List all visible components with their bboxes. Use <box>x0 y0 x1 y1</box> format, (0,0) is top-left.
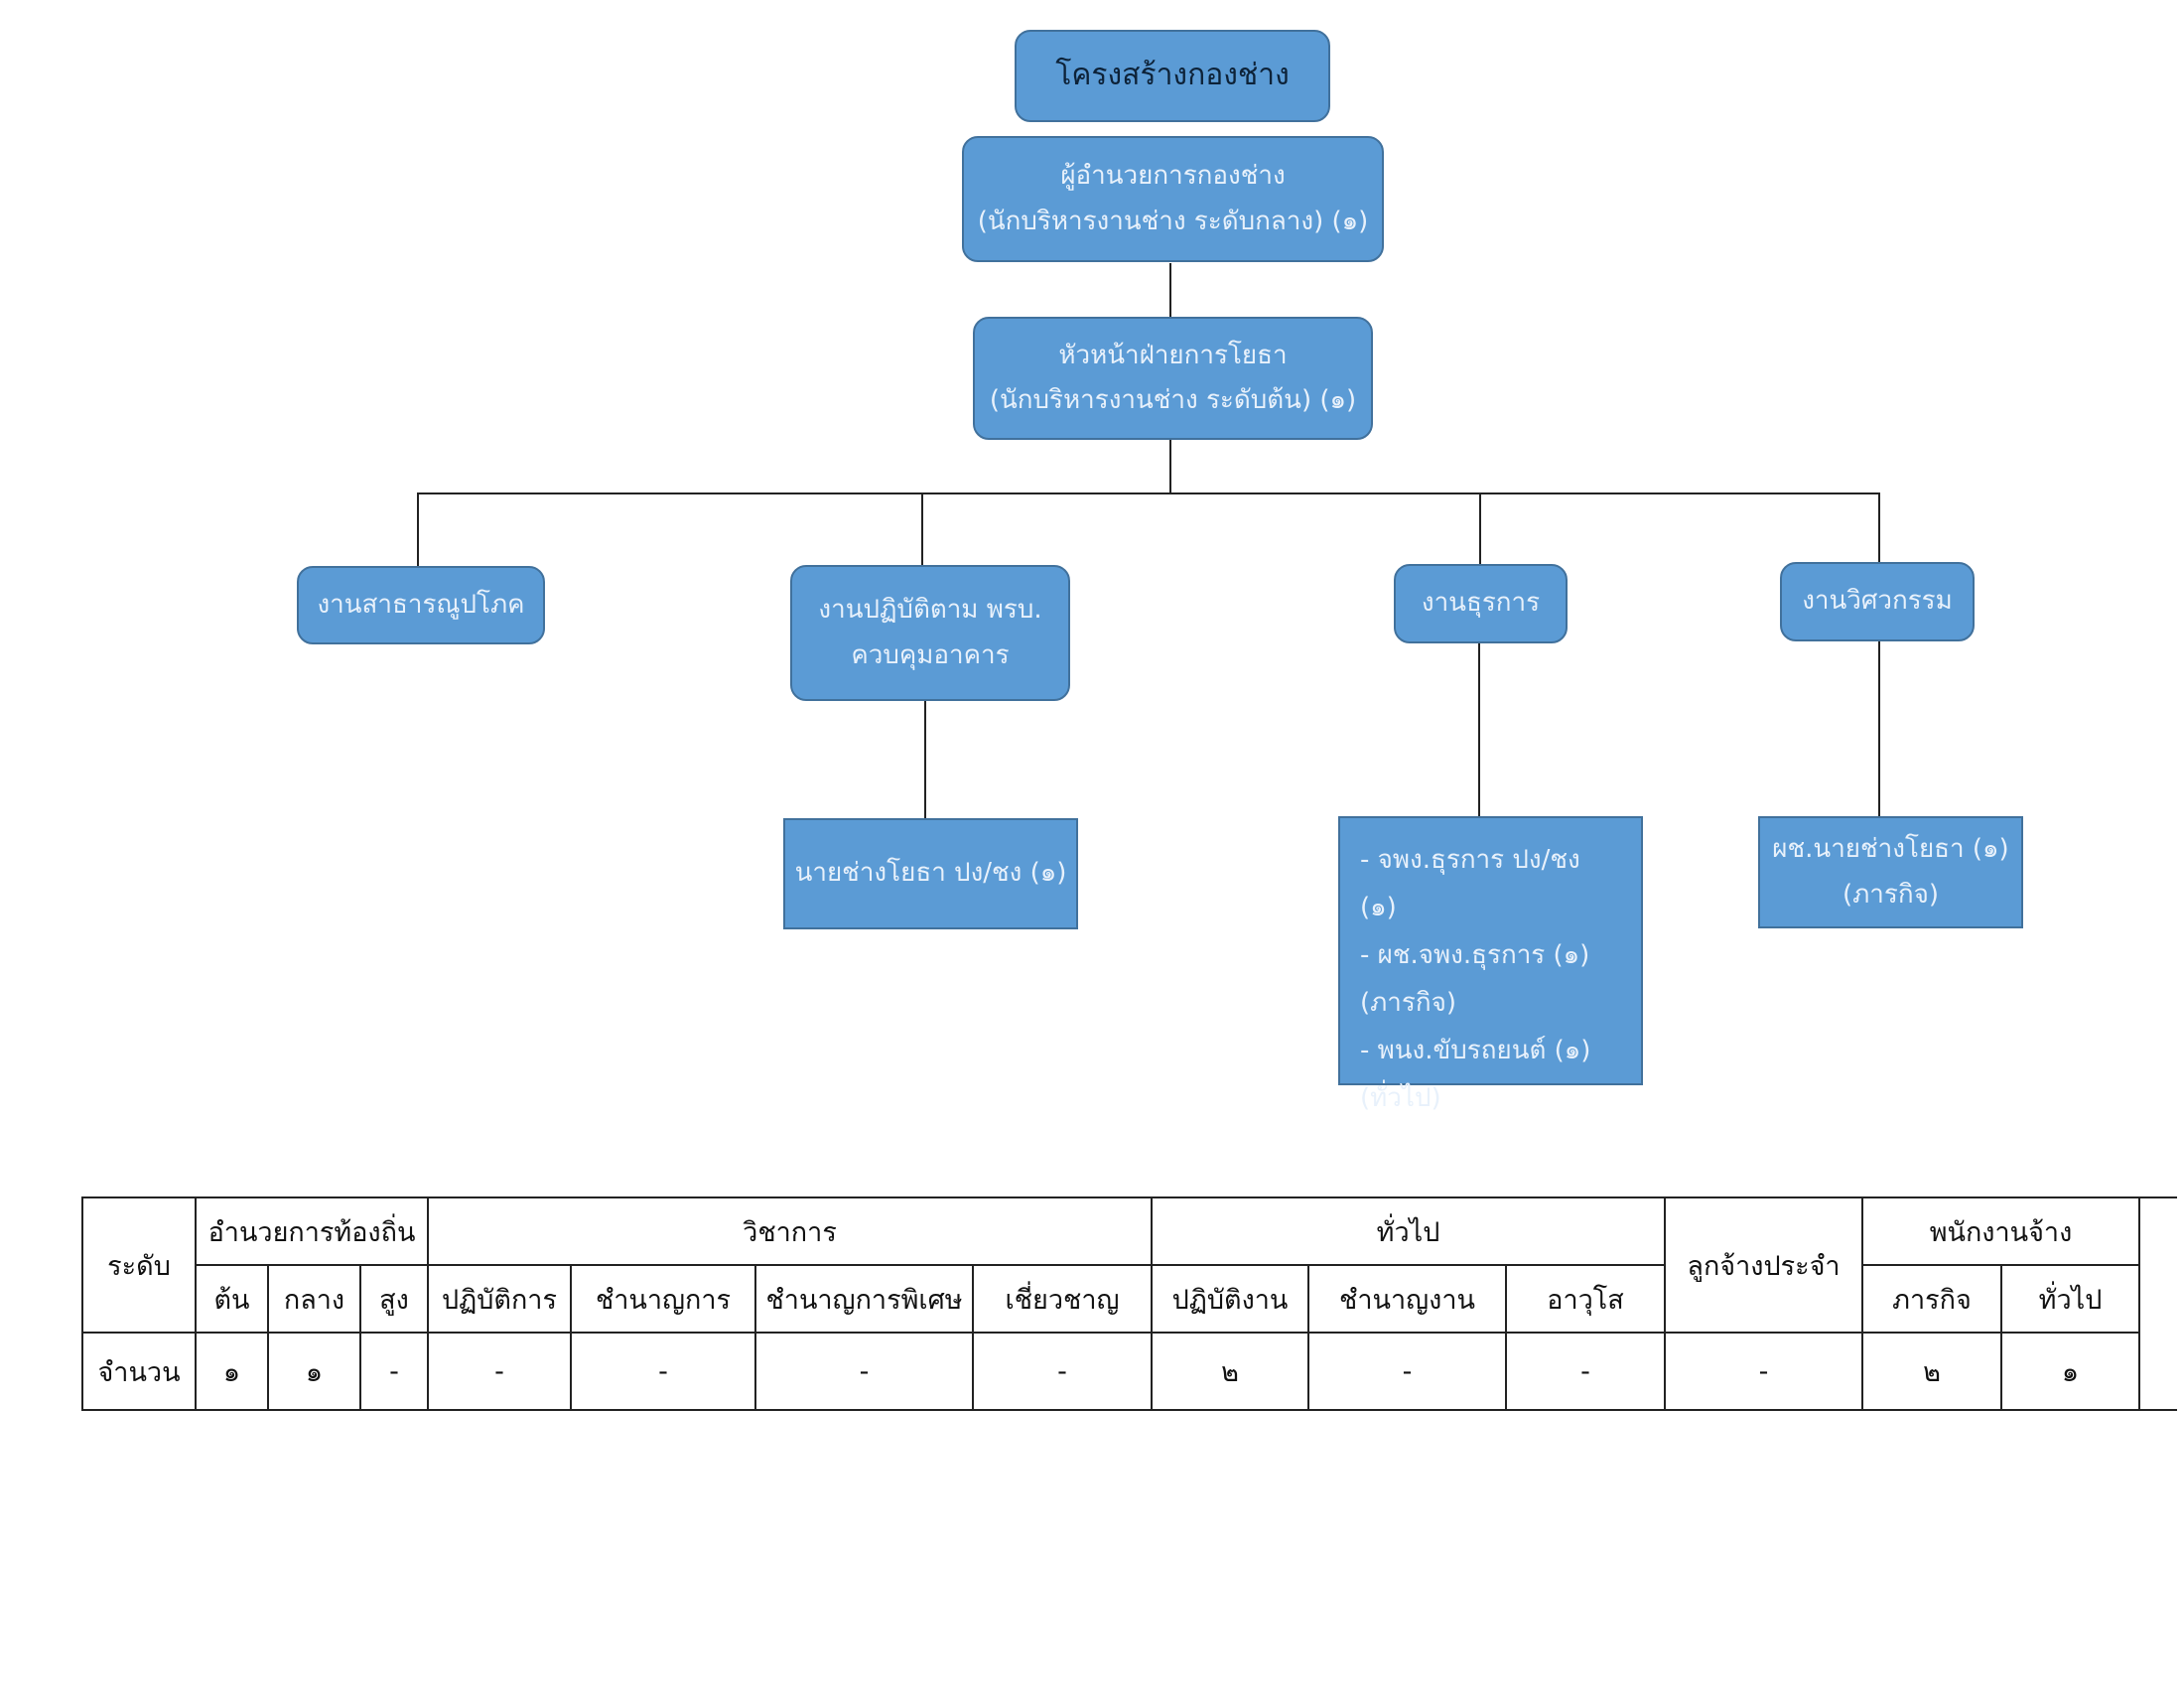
staff-box-engineering: ผช.นายช่างโยธา (๑) (ภารกิจ) <box>1758 816 2023 928</box>
staff-summary-table: ระดับ อำนวยการท้องถิ่น วิชาการ ทั่วไป ลู… <box>81 1196 2177 1411</box>
table-cell: - <box>972 1332 1153 1411</box>
table-sub-header: กลาง <box>267 1264 361 1334</box>
connector-head-bus <box>1169 440 1171 493</box>
table-cell: - <box>1664 1332 1863 1411</box>
table-cell: ๒ <box>1151 1332 1309 1411</box>
table-sub-header: ชำนาญงาน <box>1307 1264 1507 1334</box>
table-cutoff-column <box>2138 1196 2177 1411</box>
table-sub-header: เชี่ยวชาญ <box>972 1264 1153 1334</box>
connector-unit-3 <box>1479 492 1481 565</box>
table-sub-header: สูง <box>359 1264 429 1334</box>
table-sub-header: ปฏิบัติการ <box>427 1264 572 1334</box>
staff-admin-line-3: (ภารกิจ) <box>1360 988 1456 1019</box>
table-cell: ๒ <box>1861 1332 2002 1411</box>
director-box: ผู้อำนวยการกองช่าง (นักบริหารงานช่าง ระด… <box>962 136 1384 262</box>
connector-director-head <box>1169 263 1171 318</box>
table-group-local-admin: อำนวยการท้องถิ่น <box>195 1196 429 1266</box>
table-cell: - <box>1307 1332 1507 1411</box>
chart-title: โครงสร้างกองช่าง <box>1015 30 1330 122</box>
staff-box-building-control: นายช่างโยธา ปง/ชง (๑) <box>783 818 1078 929</box>
table-group-contract: พนักงานจ้าง <box>1861 1196 2140 1266</box>
table-cell: - <box>1505 1332 1666 1411</box>
table-cell: ๑ <box>195 1332 269 1411</box>
table-sub-header: ทั่วไป <box>2000 1264 2140 1334</box>
table-count-row: จำนวน ๑ ๑ - - - - - ๒ - - - ๒ ๑ <box>81 1332 2177 1411</box>
table-sub-header: ต้น <box>195 1264 269 1334</box>
connector-unit4-staff <box>1878 640 1880 816</box>
connector-unit2-staff <box>924 701 926 818</box>
staff-admin-line-4: - พนง.ขับรถยนต์ (๑) <box>1360 1036 1591 1066</box>
org-chart: โครงสร้างกองช่าง ผู้อำนวยการกองช่าง (นัก… <box>297 30 2023 1113</box>
staff-admin-line-2: - ผช.จพง.ธุรการ (๑) <box>1360 940 1590 971</box>
table-cell: - <box>570 1332 756 1411</box>
unit-administration-label: งานธุรการ <box>1421 588 1541 619</box>
table-sub-header: ภารกิจ <box>1861 1264 2002 1334</box>
chart-title-text: โครงสร้างกองช่าง <box>1055 58 1290 93</box>
staff-civil-technician: นายช่างโยธา ปง/ชง (๑) <box>794 858 1067 889</box>
staff-engineering-line-2: (ภารกิจ) <box>1843 879 1939 910</box>
staff-admin-line-5: (ทั่วไป) <box>1360 1083 1441 1114</box>
connector-unit3-staff <box>1478 642 1480 818</box>
table-sub-header: ชำนาญการ <box>570 1264 756 1334</box>
table-sub-header: อาวุโส <box>1505 1264 1666 1334</box>
unit-building-control-label-1: งานปฏิบัติตาม พรบ. <box>818 595 1042 625</box>
table-header-row-2: ต้น กลาง สูง ปฏิบัติการ ชำนาญการ ชำนาญกา… <box>82 1264 2177 1334</box>
connector-unit-4 <box>1878 492 1880 563</box>
unit-utilities: งานสาธารณูปโภค <box>297 566 545 644</box>
table-sub-header: ปฏิบัติงาน <box>1151 1264 1309 1334</box>
table-cell: - <box>359 1332 429 1411</box>
table-header-row-1: ระดับ อำนวยการท้องถิ่น วิชาการ ทั่วไป ลู… <box>81 1196 2177 1411</box>
unit-engineering-label: งานวิศวกรรม <box>1802 586 1953 617</box>
table-cell: - <box>427 1332 572 1411</box>
connector-unit-2 <box>921 492 923 567</box>
table-count-label: จำนวน <box>81 1332 197 1411</box>
staff-admin-line-1: - จพง.ธุรการ ปง/ชง (๑) <box>1360 845 1580 923</box>
head-rank: (นักบริหารงานช่าง ระดับต้น) (๑) <box>989 385 1357 415</box>
head-box: หัวหน้าฝ่ายการโยธา (นักบริหารงานช่าง ระด… <box>973 317 1373 440</box>
unit-utilities-label: งานสาธารณูปโภค <box>317 589 525 620</box>
connector-horizontal-bus <box>417 492 1879 494</box>
table-cell: ๑ <box>267 1332 361 1411</box>
table-group-permanent: ลูกจ้างประจำ <box>1664 1196 1863 1334</box>
unit-engineering: งานวิศวกรรม <box>1780 562 1975 641</box>
staff-engineering-line-1: ผช.นายช่างโยธา (๑) <box>1772 834 2009 864</box>
table-sub-header: ชำนาญการพิเศษ <box>754 1264 974 1334</box>
staff-box-administration: - จพง.ธุรการ ปง/ชง (๑) - ผช.จพง.ธุรการ (… <box>1338 816 1643 1113</box>
head-title: หัวหน้าฝ่ายการโยธา <box>1058 340 1288 370</box>
table-cell: ๑ <box>2000 1332 2140 1411</box>
director-rank: (นักบริหารงานช่าง ระดับกลาง) (๑) <box>977 206 1369 236</box>
unit-administration: งานธุรการ <box>1394 564 1568 643</box>
table-level-label: ระดับ <box>81 1196 197 1334</box>
director-title: ผู้อำนวยการกองช่าง <box>1060 161 1286 191</box>
unit-building-control-label-2: ควบคุมอาคาร <box>851 639 1010 670</box>
connector-unit-1 <box>417 492 419 567</box>
table-cell: - <box>754 1332 974 1411</box>
unit-building-control: งานปฏิบัติตาม พรบ. ควบคุมอาคาร <box>790 565 1070 701</box>
table-group-general: ทั่วไป <box>1151 1196 1666 1266</box>
table-group-academic: วิชาการ <box>427 1196 1153 1266</box>
